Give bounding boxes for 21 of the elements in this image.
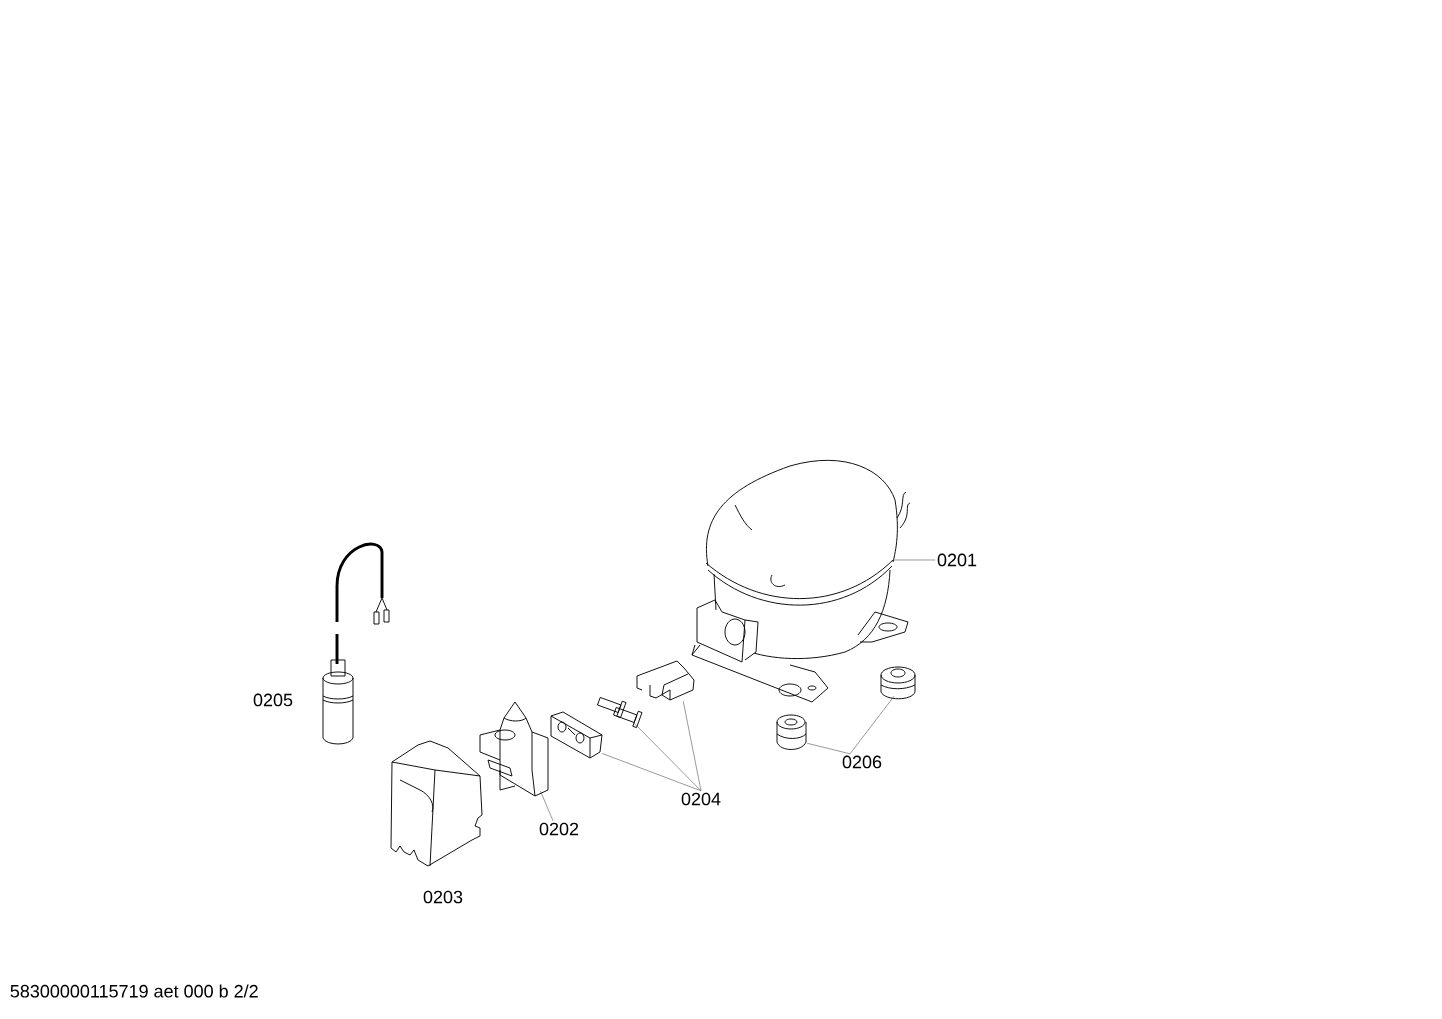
compressor-drawing xyxy=(691,459,911,703)
leader-line xyxy=(632,721,702,792)
screw-drawing xyxy=(597,697,643,729)
drawing-number: 58300000115719 aet 000 b 2/2 xyxy=(10,984,258,998)
leader-line xyxy=(601,753,702,792)
callout-number: 0201 xyxy=(937,553,977,567)
leader-line xyxy=(892,559,936,561)
foot-drawing xyxy=(776,714,807,750)
callout-number: 0204 xyxy=(681,792,721,806)
callout-number: 0202 xyxy=(539,822,579,836)
leader-line xyxy=(682,700,702,792)
callout-number: 0206 xyxy=(842,755,882,769)
leader-line xyxy=(540,790,554,822)
foot-drawing xyxy=(880,666,916,700)
relay-drawing xyxy=(479,701,549,797)
callout-number: 0205 xyxy=(253,693,293,707)
block-drawing xyxy=(550,711,603,759)
leader-line xyxy=(849,695,895,755)
clip-drawing xyxy=(636,660,695,701)
callout-number: 0203 xyxy=(423,890,463,904)
leader-line xyxy=(806,743,851,755)
